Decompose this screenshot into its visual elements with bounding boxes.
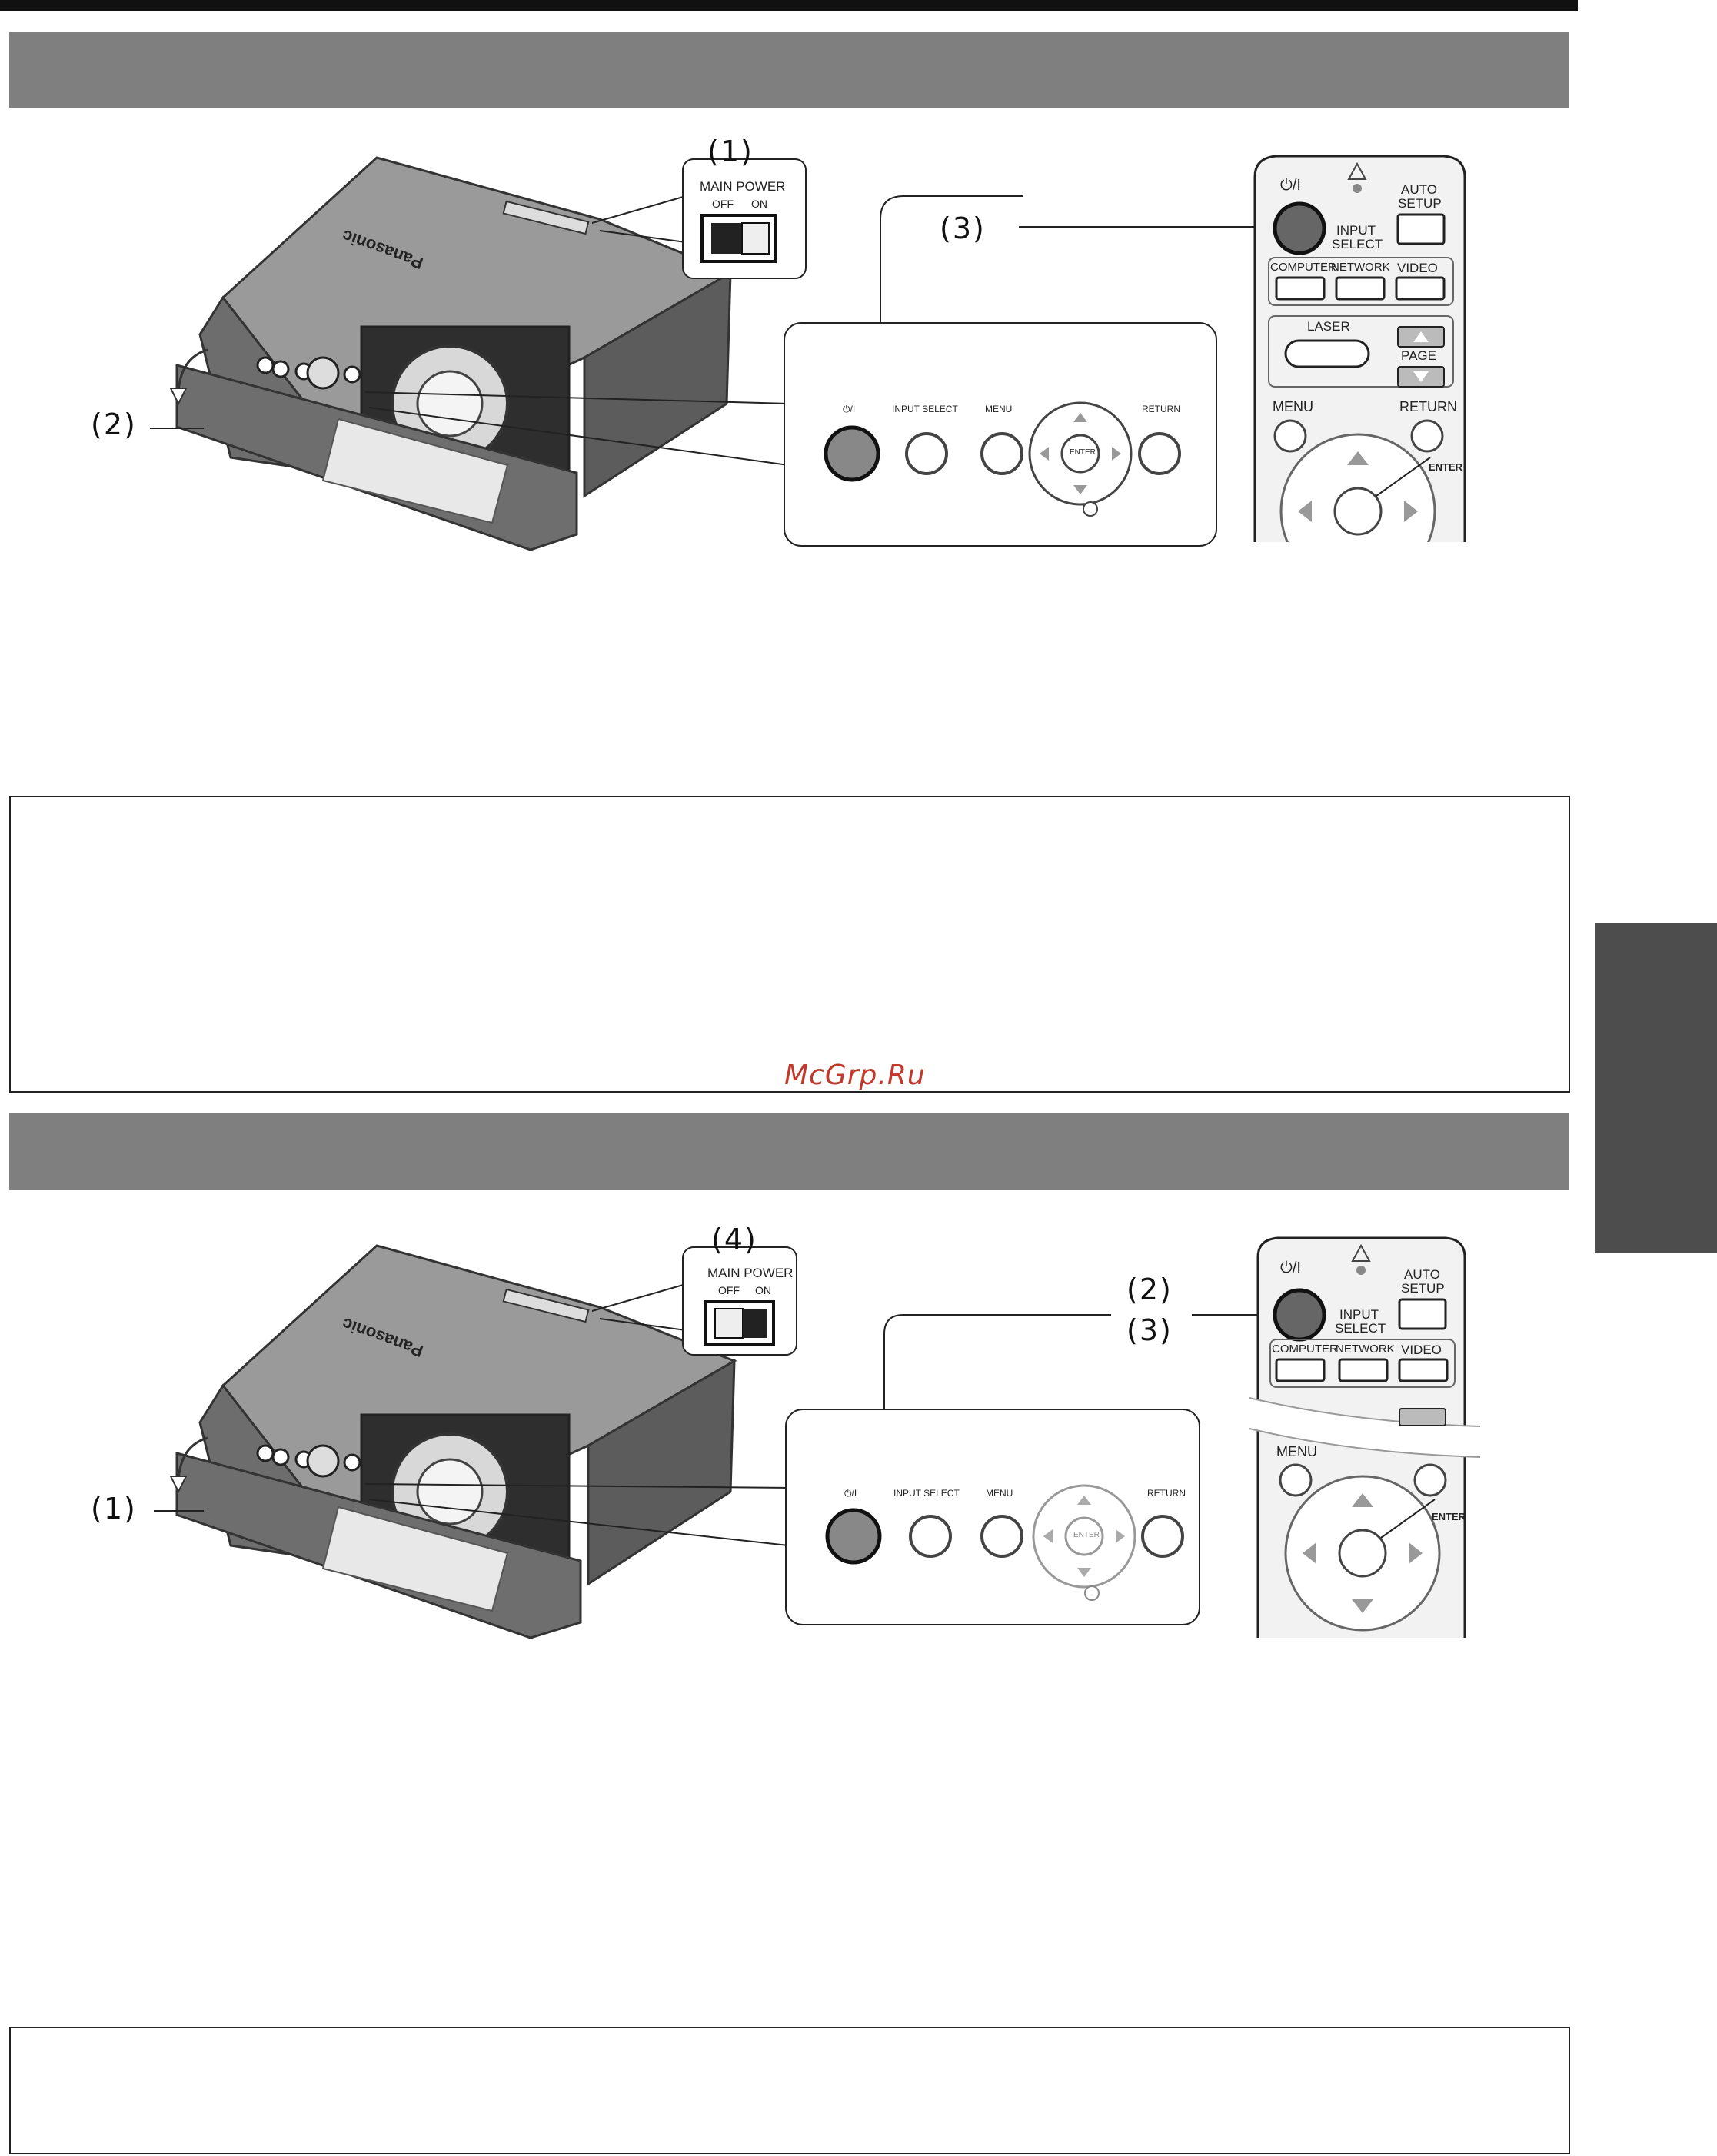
main-power-label: MAIN POWER <box>707 1266 794 1280</box>
remote-video-label: VIDEO <box>1397 261 1438 275</box>
panel-menu-button[interactable] <box>980 1515 1023 1558</box>
figure-1-illustration <box>150 155 1476 565</box>
panel-input-select-button[interactable] <box>905 432 948 475</box>
panel-menu-label: MENU <box>985 404 1013 414</box>
remote-input-label: INPUT <box>1336 223 1376 238</box>
callout-1: (1) <box>91 1492 137 1526</box>
panel-power-button[interactable] <box>825 1508 882 1565</box>
panel-return-label: RETURN <box>1142 404 1180 414</box>
remote-auto-label: AUTO <box>1401 182 1437 197</box>
remote-network-label: NETWORK <box>1331 261 1390 274</box>
watermark: McGrp.Ru <box>784 1060 926 1091</box>
callout-2: (2) <box>91 408 137 441</box>
figure-power-off: (4) (1) (2) (3) MAIN POWER OFF ON Panaso… <box>0 1223 1717 1653</box>
remote-computer-label: COMPUTER <box>1270 261 1336 274</box>
remote-computer-label: COMPUTER <box>1272 1343 1338 1356</box>
remote-enter-label: ENTER <box>1429 461 1463 473</box>
remote-menu-label: MENU <box>1273 399 1313 414</box>
section-header-1 <box>9 32 1569 108</box>
panel-input-select-button[interactable] <box>909 1515 952 1558</box>
remote-auto-label: AUTO <box>1404 1267 1440 1282</box>
remote-select-label: SELECT <box>1335 1321 1386 1336</box>
note-box-1 <box>9 796 1570 1093</box>
remote-return-label: RETURN <box>1399 399 1457 414</box>
panel-return-label: RETURN <box>1147 1488 1186 1499</box>
remote-input-label: INPUT <box>1339 1307 1379 1322</box>
top-rule <box>0 0 1578 11</box>
panel-enter-label: ENTER <box>1073 1531 1100 1539</box>
panel-power-button[interactable] <box>824 425 880 482</box>
figure-power-on: (1) (2) (3) MAIN POWER OFF ON Panasonic … <box>0 135 1717 565</box>
remote-power-button[interactable] <box>1273 201 1326 255</box>
section-header-2 <box>9 1113 1569 1190</box>
note-box-2 <box>9 2027 1570 2154</box>
callout-2: (2) <box>1126 1273 1173 1306</box>
panel-return-button[interactable] <box>1141 1515 1184 1558</box>
remote-power-button[interactable] <box>1273 1288 1326 1342</box>
panel-input-select-label: INPUT SELECT <box>892 404 958 414</box>
panel-menu-label: MENU <box>986 1488 1013 1499</box>
callout-4: (4) <box>711 1223 757 1256</box>
panel-return-button[interactable] <box>1138 432 1181 475</box>
panel-menu-button[interactable] <box>980 432 1023 475</box>
figure-2-illustration <box>154 1236 1481 1639</box>
projector-illustration <box>169 1244 737 1639</box>
switch-off-label: OFF <box>718 1284 740 1296</box>
remote-enter-label: ENTER <box>1432 1511 1466 1522</box>
switch-on-label: ON <box>751 198 767 210</box>
remote-setup-label: SETUP <box>1401 1281 1445 1296</box>
remote-video-label: VIDEO <box>1401 1343 1442 1357</box>
panel-power-label: ⏻/I <box>844 1488 857 1499</box>
remote-menu-label: MENU <box>1276 1444 1317 1459</box>
remote-power-label: ⏻/I <box>1280 177 1301 194</box>
panel-enter-label: ENTER <box>1070 448 1096 457</box>
remote-power-label: ⏻/I <box>1280 1259 1301 1276</box>
callout-3: (3) <box>1126 1313 1173 1347</box>
panel-input-select-label: INPUT SELECT <box>893 1488 960 1499</box>
callout-1: (1) <box>707 135 754 168</box>
callout-3: (3) <box>940 211 986 245</box>
chapter-side-tab <box>1595 923 1717 1253</box>
main-power-label: MAIN POWER <box>700 179 786 194</box>
remote-select-label: SELECT <box>1332 237 1383 251</box>
switch-on-label: ON <box>755 1284 771 1296</box>
projector-illustration <box>169 156 734 551</box>
remote-laser-label: LASER <box>1307 319 1350 334</box>
remote-page-label: PAGE <box>1401 348 1436 363</box>
remote-setup-label: SETUP <box>1398 196 1442 211</box>
switch-off-label: OFF <box>712 198 734 210</box>
panel-power-label: ⏻/I <box>843 404 856 414</box>
remote-network-label: NETWORK <box>1336 1343 1395 1356</box>
